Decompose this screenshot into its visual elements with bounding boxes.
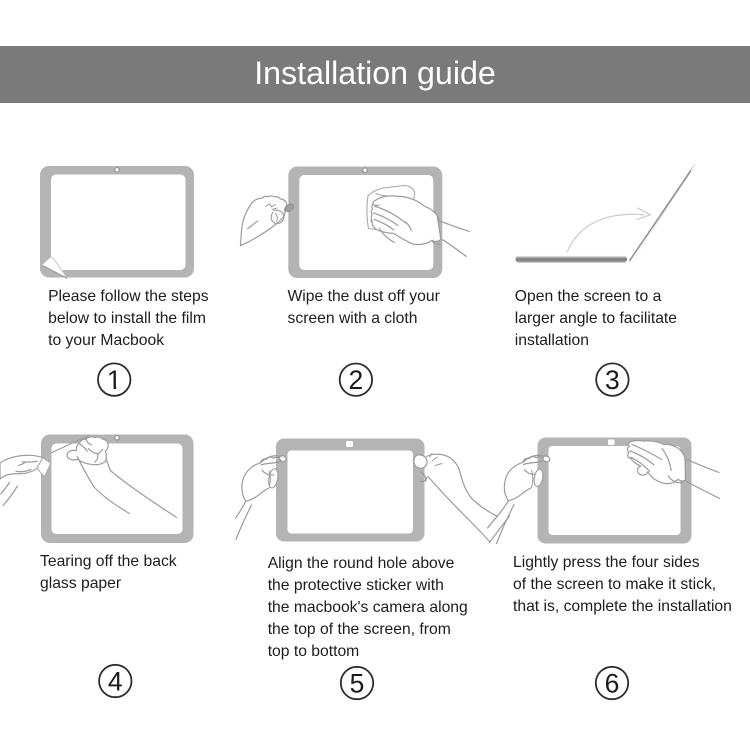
svg-text:2: 2 — [349, 365, 364, 395]
svg-text:5: 5 — [350, 669, 365, 699]
svg-text:6: 6 — [605, 669, 620, 699]
svg-text:4: 4 — [108, 667, 123, 697]
svg-text:3: 3 — [605, 365, 620, 395]
svg-text:1: 1 — [107, 365, 122, 395]
